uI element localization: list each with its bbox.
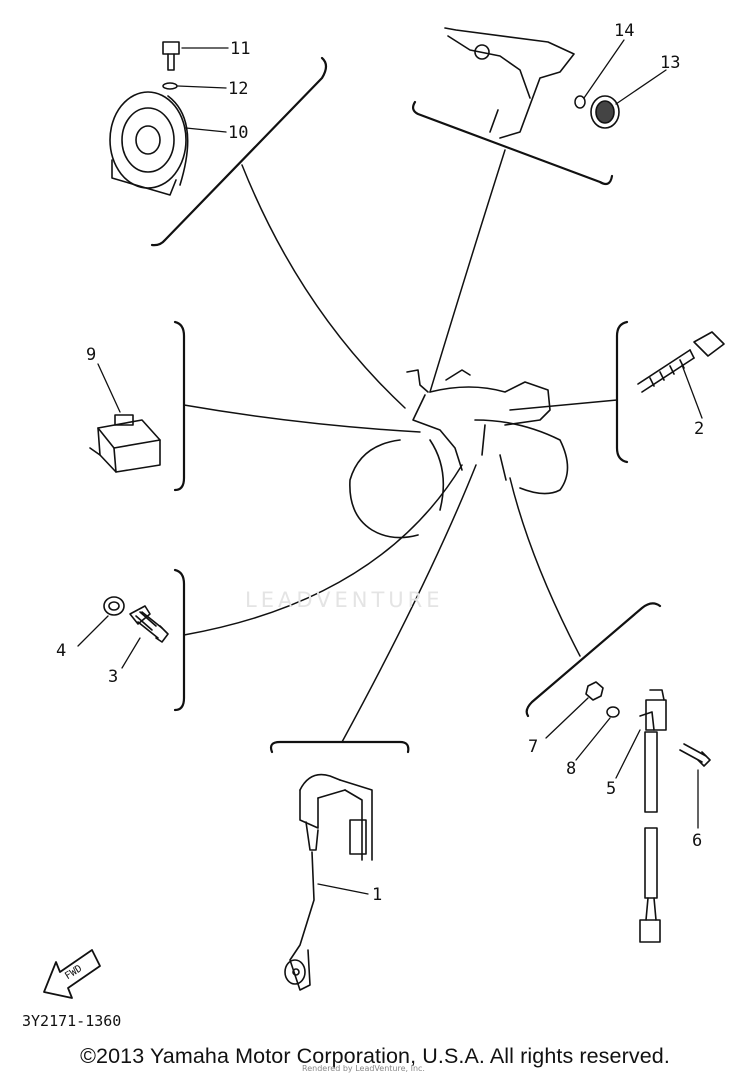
reflector-part-13 (590, 95, 620, 129)
part-label-1: 1 (372, 885, 382, 905)
bracket-key (615, 320, 629, 464)
callout-leaders-top-right (583, 39, 667, 105)
part-label-12: 12 (228, 79, 248, 99)
washer-part-8 (606, 706, 620, 718)
part-label-4: 4 (56, 641, 66, 661)
bracket-relay (173, 320, 186, 492)
part-label-8: 8 (566, 759, 576, 779)
rear-bracket-part (444, 27, 575, 139)
bracket-plug-cap (269, 740, 410, 754)
bracket-horn-group (150, 56, 328, 247)
bolt-part-11 (162, 41, 180, 71)
render-credit: Rendered by LeadVenture, Inc. (302, 1064, 425, 1073)
key-part-2 (637, 331, 725, 393)
callout-leader-1 (317, 883, 369, 895)
nut-part-7 (585, 681, 604, 701)
bracket-neutral-switch (173, 568, 186, 712)
bracket-reflector-group (411, 100, 614, 186)
horn-part-10 (109, 91, 189, 196)
leader-lines (183, 149, 618, 743)
part-label-11: 11 (230, 39, 250, 59)
flasher-relay-part-9 (89, 414, 161, 473)
part-label-7: 7 (528, 737, 538, 757)
fwd-arrow (43, 949, 101, 999)
callout-leaders-left-mid (77, 615, 141, 669)
part-label-13: 13 (660, 53, 680, 73)
gasket-part-4 (103, 596, 125, 616)
screw-part-6 (679, 743, 711, 767)
part-number-labels: 1 2 3 4 5 6 7 8 9 10 11 12 13 14 (56, 21, 704, 905)
neutral-switch-part-3 (129, 605, 169, 643)
part-label-5: 5 (606, 779, 616, 799)
part-label-3: 3 (108, 667, 118, 687)
watermark: LEADVENTURE (245, 588, 444, 612)
callout-leader-9 (97, 363, 121, 413)
copyright-notice: ©2013 Yamaha Motor Corporation, U.S.A. A… (80, 1044, 670, 1068)
drawing-code: 3Y2171-1360 (22, 1012, 122, 1030)
plug-cap-part-1 (284, 773, 373, 991)
part-label-2: 2 (694, 419, 704, 439)
part-label-10: 10 (228, 123, 248, 143)
motorcycle-frame-sketch (349, 369, 569, 539)
callout-leaders-top-left (177, 47, 229, 133)
callout-leaders-right-low (545, 697, 699, 829)
callout-leader-2 (681, 364, 703, 419)
brake-switch-part-5 (639, 689, 667, 943)
part-label-6: 6 (692, 831, 702, 851)
nut-part-14 (574, 95, 586, 109)
bracket-brake-switch (525, 602, 662, 718)
washer-part-12 (162, 82, 178, 90)
part-label-9: 9 (86, 345, 96, 365)
part-label-14: 14 (614, 21, 634, 41)
